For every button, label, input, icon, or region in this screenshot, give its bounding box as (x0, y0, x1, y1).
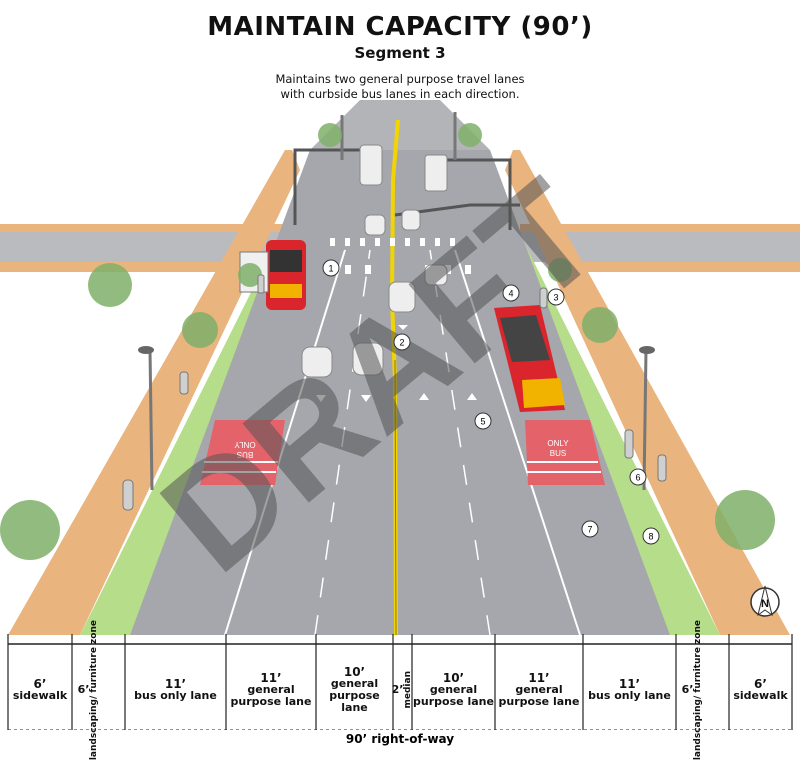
cross-section-segment: 6’sidewalk (729, 650, 792, 730)
bus-lane-stripes (202, 461, 601, 473)
segment-width: 10’ (343, 665, 366, 679)
description-line-1: Maintains two general purpose travel lan… (275, 72, 525, 86)
segment-width: 6’ (681, 683, 694, 696)
segment-label: general purpose lane (413, 683, 494, 708)
bus-lane-text-right-1: ONLY (547, 439, 569, 448)
bus-lane-marking-right (525, 420, 605, 485)
lane-line-right-1 (429, 249, 491, 636)
svg-text:4: 4 (508, 289, 513, 299)
description-line-2: with curbside bus lanes in each directio… (280, 87, 520, 101)
bus-lane-text-right-2: BUS (550, 449, 566, 458)
sidewalk-left (8, 150, 300, 635)
segment-width: 11’ (164, 677, 187, 691)
svg-text:2: 2 (399, 338, 404, 348)
segment-label: sidewalk (12, 689, 68, 702)
callout-marker-5: 5 (474, 412, 492, 430)
svg-text:N: N (761, 598, 769, 610)
light-heads (138, 346, 655, 354)
segment-width: 6’ (754, 677, 767, 691)
callout-marker-8: 8 (642, 527, 660, 545)
segment-width: 11’ (618, 677, 641, 691)
page-description: Maintains two general purpose travel lan… (0, 72, 800, 102)
segment-width: 6’ (33, 677, 47, 691)
segment-width: 2’ (391, 683, 404, 696)
right-of-way-total: 90’ right-of-way (345, 732, 455, 746)
cross-street-sidewalk-left-bottom (0, 262, 255, 272)
callout-marker-1: 1 (322, 259, 340, 277)
segment-label: general purpose lane (498, 683, 580, 708)
segment-width: 10’ (442, 671, 465, 685)
cross-street-sidewalk-right (520, 224, 800, 232)
bus-lane-marking-left (200, 420, 285, 485)
signal-gantries (293, 148, 520, 230)
lane-line-left-2 (314, 249, 371, 636)
cross-section-segment: 6’sidewalk (8, 650, 72, 730)
callout-marker-4: 4 (502, 284, 520, 302)
callout-marker-2: 2 (393, 333, 411, 351)
cars (301, 144, 448, 378)
svg-text:8: 8 (648, 532, 653, 542)
bus-left (266, 240, 306, 310)
callout-markers: 1 2 3 4 5 6 7 8 (322, 259, 660, 545)
callout-marker-6: 6 (629, 468, 647, 486)
trees (0, 123, 775, 560)
cross-section-segment: 11’general purpose lane (226, 650, 316, 730)
svg-text:1: 1 (328, 264, 333, 274)
bus-lane-text-left-2: BUS (237, 450, 253, 459)
cross-street-sidewalk-left (0, 224, 300, 232)
bus-right (494, 305, 565, 412)
segment-width: 11’ (528, 671, 550, 685)
cross-section-segment: 6’landscaping/ furniture zone (72, 620, 125, 760)
svg-text:5: 5 (480, 417, 485, 427)
svg-text:6: 6 (635, 473, 640, 483)
cross-section-segment: 2’median (391, 650, 414, 730)
page-title: MAINTAIN CAPACITY (90’) (207, 12, 593, 42)
lane-line-left-1 (224, 249, 346, 636)
roadway-far (310, 100, 490, 150)
lane-line-right-2 (454, 249, 581, 636)
median-line-inner (394, 359, 397, 636)
segment-label: sidewalk (733, 689, 788, 702)
bus-lane-text-left-1: ONLY (234, 440, 256, 449)
segment-width: 6’ (77, 683, 90, 696)
cross-section-segment: 10’general purpose lane (412, 650, 495, 730)
street-illustration: ONLY BUS ONLY BUS (0, 100, 800, 636)
pedestrians (122, 274, 667, 511)
cross-section-segment: 11’bus only lane (125, 650, 226, 730)
segment-label: general purpose lane (230, 683, 312, 708)
cross-section-segment: 11’general purpose lane (495, 650, 583, 730)
cross-street-sidewalk-right-bottom (545, 262, 800, 272)
svg-text:7: 7 (587, 525, 592, 535)
lane-arrows (316, 325, 477, 402)
cross-section-segment: 6’landscaping/ furniture zone (676, 620, 729, 760)
cross-section-frame (7, 634, 793, 730)
page-subtitle: Segment 3 (354, 44, 446, 62)
segment-label: bus only lane (134, 689, 217, 702)
segment-label: bus only lane (588, 689, 671, 702)
street-lights (148, 112, 648, 491)
callout-marker-7: 7 (581, 520, 599, 538)
segment-width: 11’ (260, 671, 282, 685)
cross-section-segment: 11’bus only lane (583, 650, 676, 730)
cross-section-segment: 10’general purpose lane (316, 650, 393, 730)
callout-marker-3: 3 (547, 288, 565, 306)
segment-label: general purpose lane (329, 677, 380, 714)
north-arrow-icon: N (750, 585, 780, 617)
landscaping-left (80, 190, 310, 635)
svg-text:3: 3 (553, 293, 558, 303)
